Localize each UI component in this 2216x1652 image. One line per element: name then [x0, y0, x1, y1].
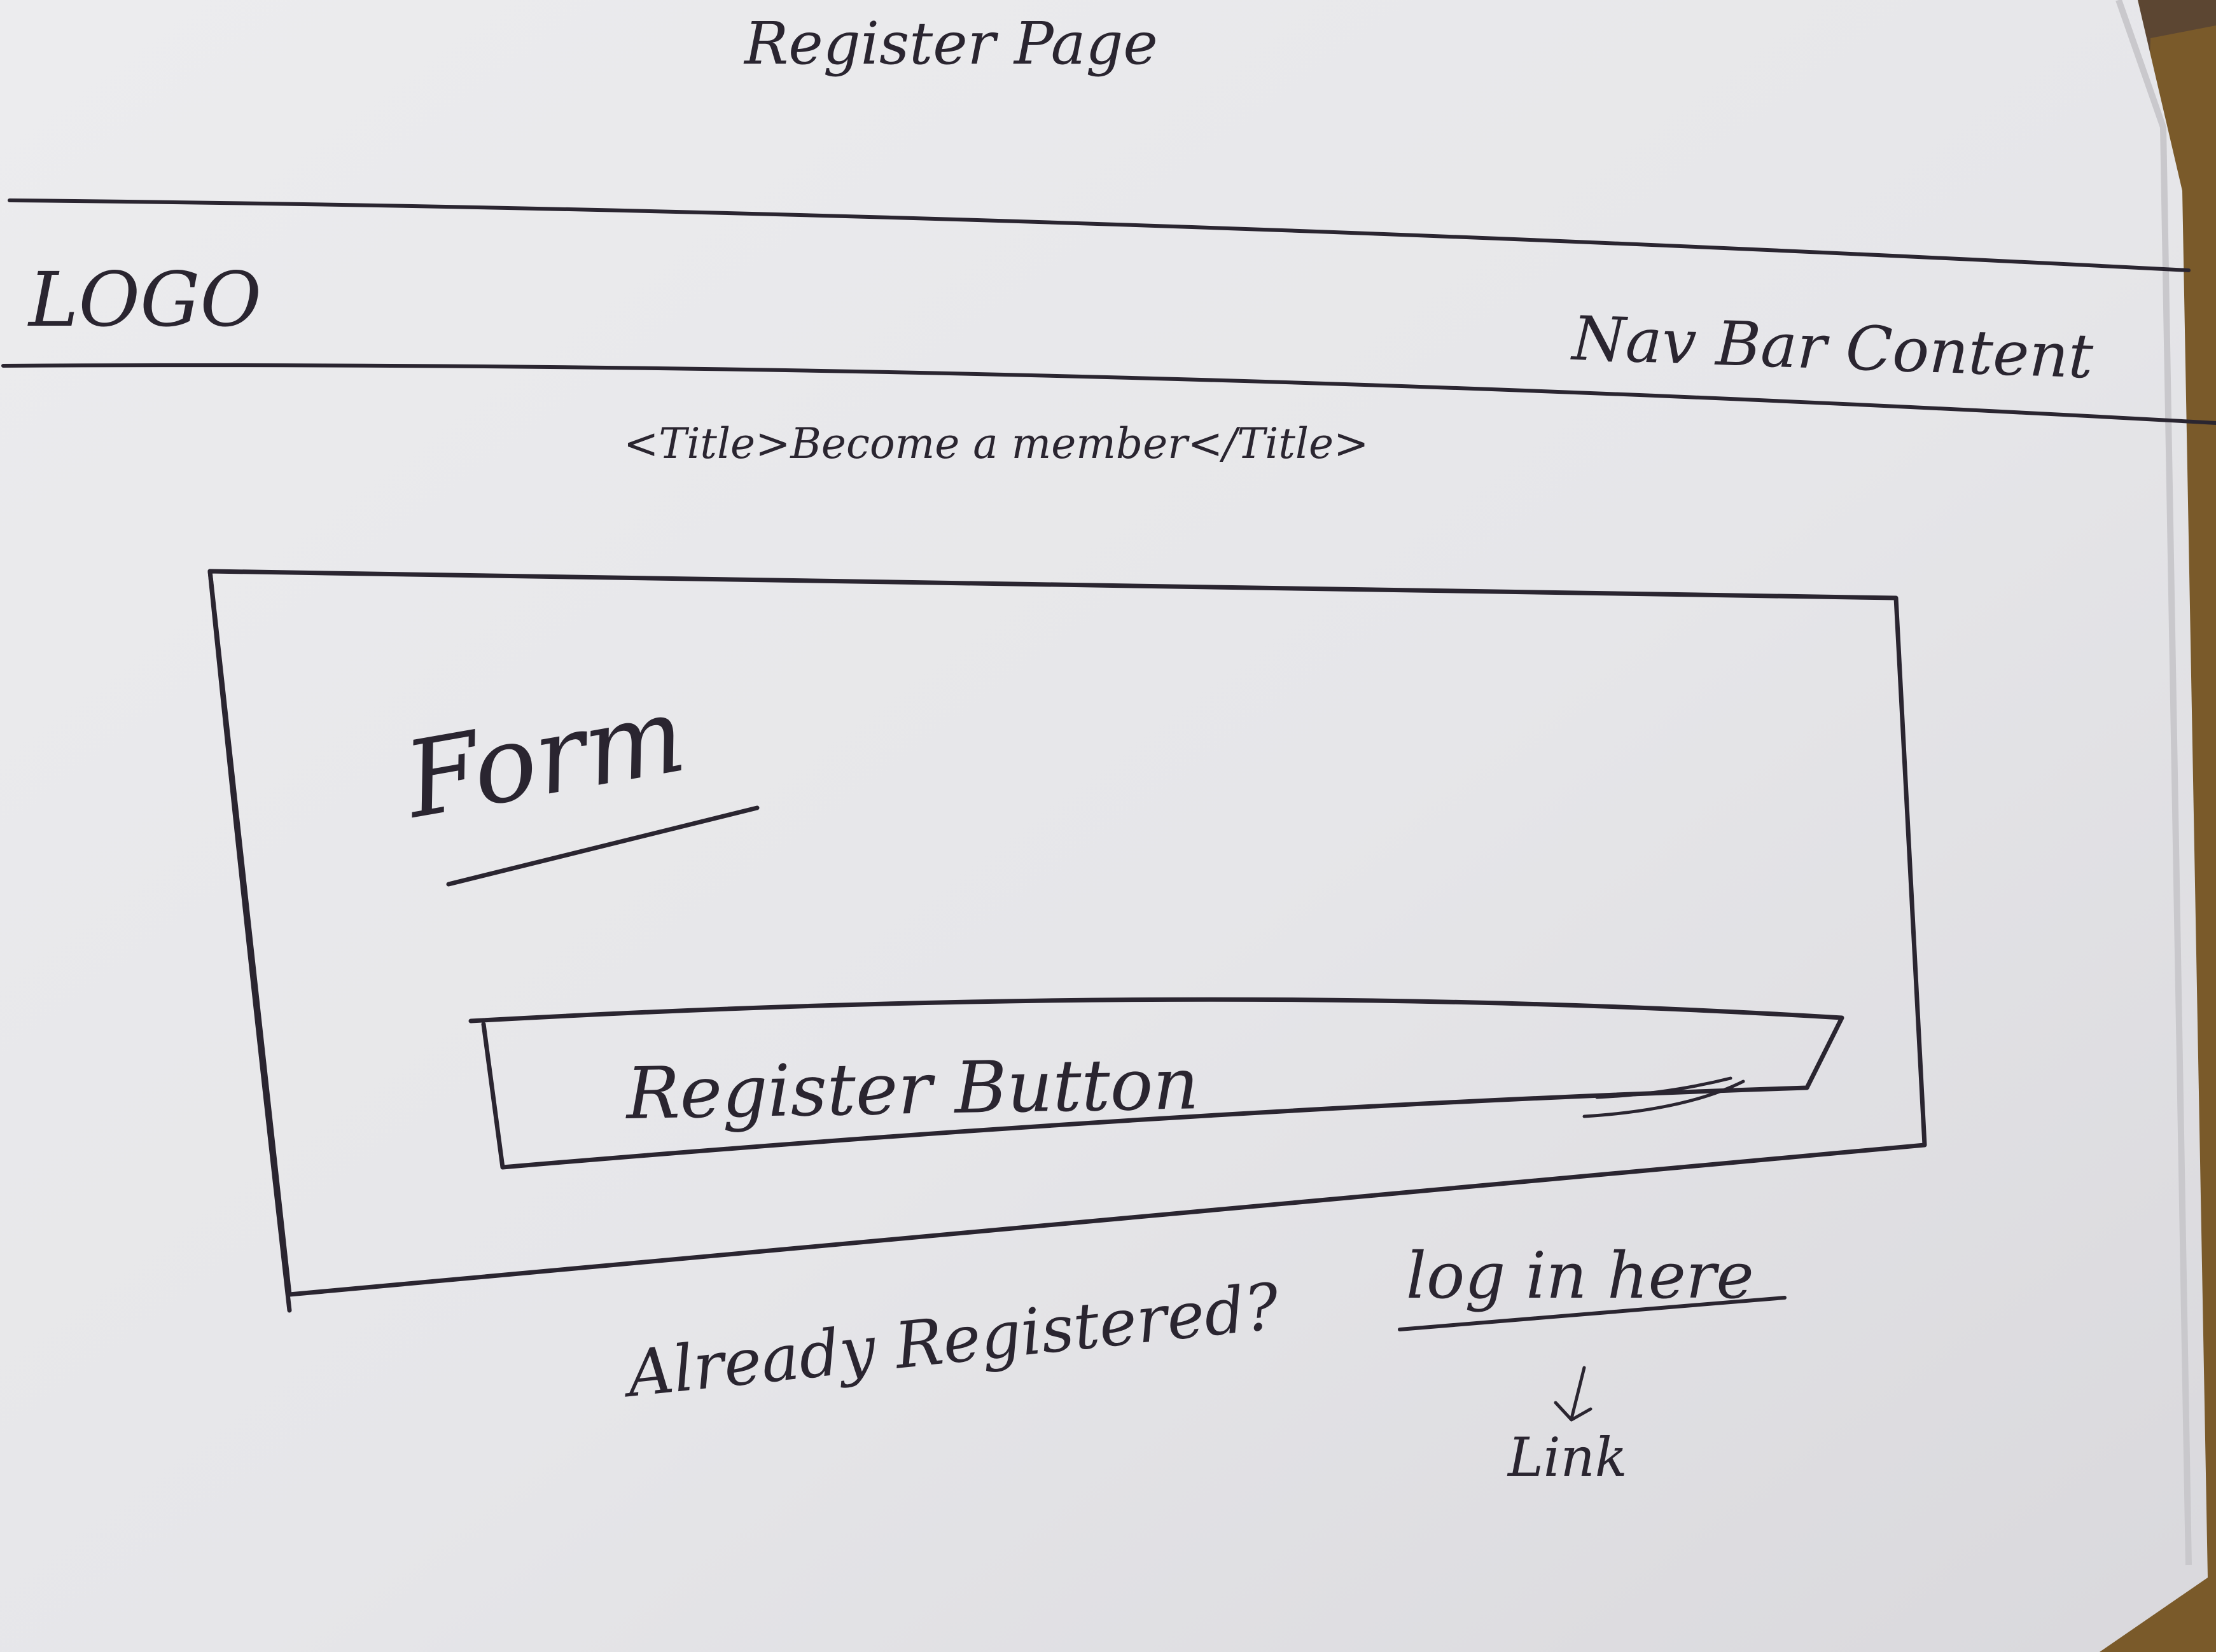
- annotation-arrow-icon: [1554, 1366, 1592, 1422]
- header-top-line: [8, 198, 2191, 272]
- login-link-underline: [1398, 1296, 1787, 1331]
- page-edge: [2115, 0, 2192, 1565]
- form-label-underline: [446, 805, 760, 887]
- page-heading: Register Page: [743, 10, 1158, 78]
- link-annotation: Link: [1507, 1426, 1627, 1489]
- form-box: [207, 569, 1927, 1297]
- logo-placeholder: LOGO: [27, 256, 261, 344]
- header-bottom-line: [1, 363, 2216, 425]
- page-title: <Title>Become a member</Title>: [624, 419, 1369, 468]
- login-here-link[interactable]: log in here: [1406, 1239, 1754, 1313]
- register-button[interactable]: Register Button: [624, 1043, 1199, 1135]
- form-box-left-side: [207, 569, 292, 1313]
- register-button-flourish: [1582, 1076, 1745, 1118]
